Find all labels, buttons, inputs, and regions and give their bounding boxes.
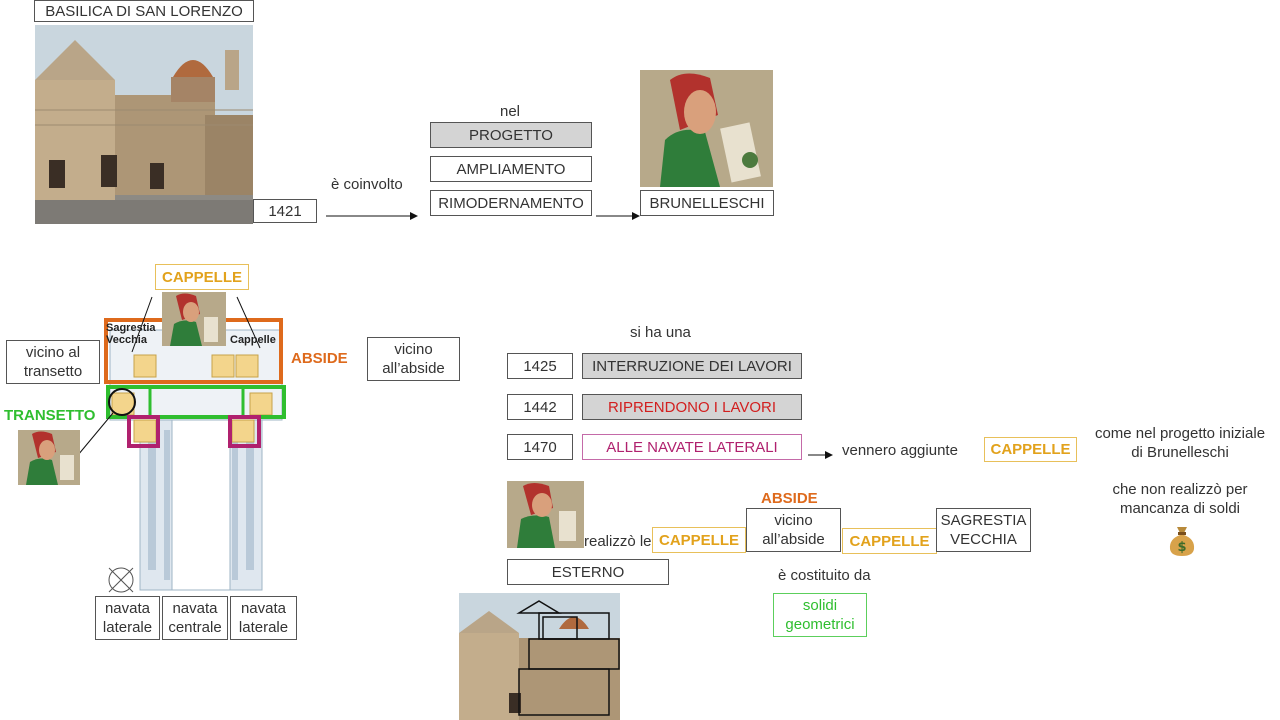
brunelleschi-small-portrait-bottom-drawing xyxy=(507,481,584,548)
brunelleschi-portrait-drawing xyxy=(640,70,773,187)
cappelle-bottom-1: CAPPELLE xyxy=(652,527,746,553)
basilica-title: BASILICA DI SAN LORENZO xyxy=(34,0,254,22)
money-bag-icon-drawing: $ xyxy=(1169,527,1195,556)
navata-centrale-box: navata centrale xyxy=(162,596,228,640)
timeline-event-riprendono: RIPRENDONO I LAVORI xyxy=(582,394,802,420)
timeline-event-interruzione: INTERRUZIONE DEI LAVORI xyxy=(582,353,802,379)
sagrestia-vecchia-box: SAGRESTIA VECCHIA xyxy=(936,508,1031,552)
rimodernamento-box: RIMODERNAMENTO xyxy=(430,190,592,216)
timeline-year-1442: 1442 xyxy=(507,394,573,420)
vennero-aggiunte-label: vennero aggiunte xyxy=(842,442,958,459)
brunelleschi-portrait xyxy=(640,70,773,187)
timeline-event-navate: ALLE NAVATE LATERALI xyxy=(582,434,802,460)
solidi-geometrici-box: solidi geometrici xyxy=(773,593,867,637)
cappelle-timeline-label: CAPPELLE xyxy=(984,437,1077,462)
che-non-realizzo-note: che non realizzò per mancanza di soldi xyxy=(1112,481,1248,517)
ampliamento-box: AMPLIAMENTO xyxy=(430,156,592,182)
timeline-year-1470: 1470 xyxy=(507,434,573,460)
abside-plan-label: ABSIDE xyxy=(291,350,348,367)
coinvolto-label: è coinvolto xyxy=(331,176,403,193)
cappelle-bottom-2: CAPPELLE xyxy=(842,528,937,554)
esterno-box: ESTERNO xyxy=(507,559,669,585)
basilica-exterior-photo xyxy=(459,593,620,720)
come-nel-progetto-note: come nel progetto iniziale di Brunellesc… xyxy=(1094,425,1266,461)
brunelleschi-box: BRUNELLESCHI xyxy=(640,190,774,216)
brunelleschi-small-portrait-left-drawing xyxy=(18,430,80,485)
money-bag-icon: $ xyxy=(1167,525,1197,557)
costituito-da-label: è costituito da xyxy=(778,567,871,584)
cappelle-plan-label: CAPPELLE xyxy=(155,264,249,290)
vicino-abside-plan-box: vicino all’abside xyxy=(367,337,460,381)
brunelleschi-small-portrait-plan xyxy=(162,292,226,346)
transetto-label: TRANSETTO xyxy=(4,407,96,424)
progetto-box: PROGETTO xyxy=(430,122,592,148)
year-1421-box: 1421 xyxy=(253,199,317,223)
vicino-abside-bottom-box: vicino all’abside xyxy=(746,508,841,552)
svg-text:$: $ xyxy=(1177,540,1186,555)
si-ha-una-label: si ha una xyxy=(630,324,691,341)
timeline-year-1425: 1425 xyxy=(507,353,573,379)
vicino-transetto-box: vicino al transetto xyxy=(6,340,100,384)
sagrestia-plan-label: Sagrestia Vecchia xyxy=(106,322,156,346)
brunelleschi-small-portrait-left xyxy=(18,430,80,485)
cappelle-plan-inner-label: Cappelle xyxy=(230,334,276,346)
basilica-photo xyxy=(35,25,253,224)
realizzo-le-label: realizzò le xyxy=(584,533,652,550)
brunelleschi-small-portrait-bottom xyxy=(507,481,584,548)
basilica-photo-drawing xyxy=(35,25,253,224)
brunelleschi-small-portrait-plan-drawing xyxy=(162,292,226,346)
abside-bottom-label: ABSIDE xyxy=(761,490,818,507)
basilica-exterior-photo-drawing xyxy=(459,593,620,720)
navata-laterale-right-box: navata laterale xyxy=(230,596,297,640)
navata-laterale-left-box: navata laterale xyxy=(95,596,160,640)
nel-label: nel xyxy=(500,103,521,120)
